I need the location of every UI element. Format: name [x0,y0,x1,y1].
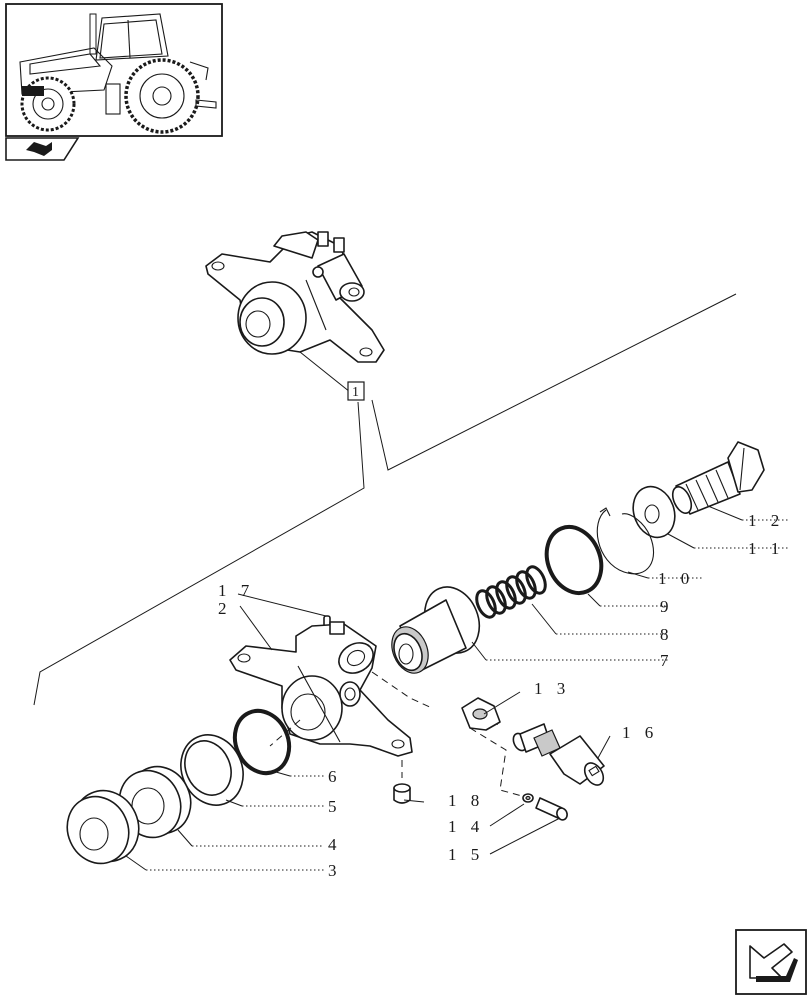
reference-box [347,381,365,401]
reference-box-label: 1 [352,385,359,400]
tractor-thumbnail-icon[interactable] [5,3,223,137]
callout-14: 1 4 [448,817,484,836]
part-14-washer [522,793,534,803]
part-16-valve-cartridge [512,723,605,786]
part-7-piston [391,586,481,674]
callout-8: 8 [660,625,674,644]
part-12-bolt [671,441,765,515]
callout-17: 1 7 [218,581,254,600]
callout-12: 1 2 [748,511,784,530]
callout-5: 5 [328,797,342,816]
callout-7: 7 [660,651,674,670]
callout-13: 1 3 [534,679,570,698]
callout-3: 3 [328,861,342,880]
book-page-icon[interactable] [5,137,80,161]
callout-9: 9 [660,597,674,616]
part-3-seal [66,789,140,865]
callout-2: 2 [218,599,232,618]
callout-11: 1 1 [748,539,784,558]
callout-4: 4 [328,835,342,854]
callout-6: 6 [328,767,342,786]
part-13-gasket [461,697,501,731]
next-page-arrow-icon[interactable] [735,929,807,995]
part-6-o-ring [232,708,292,776]
part-8-spring [475,565,547,619]
callout-10: 1 0 [658,569,694,588]
part-15-screw [535,797,568,821]
part-18-cap [393,783,411,804]
callout-18: 1 8 [448,791,484,810]
part-10-snap-ring [596,507,655,575]
callout-15: 1 5 [448,845,484,864]
part-9-o-ring [544,525,604,595]
part-5-ring [180,734,244,806]
callout-16: 1 6 [622,723,658,742]
assembled-valve-unit [205,231,385,363]
part-2-valve-housing [229,621,413,757]
